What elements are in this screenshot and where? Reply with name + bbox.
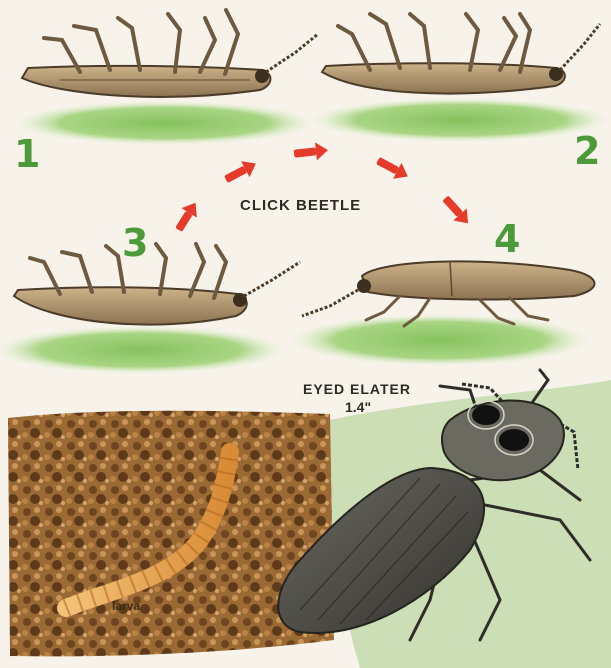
arrow-icon xyxy=(293,141,329,162)
step-number-2: 2 xyxy=(574,132,600,170)
beetle-antenna xyxy=(302,290,358,316)
step-number-1: 1 xyxy=(14,135,40,173)
grass-patch xyxy=(15,101,315,145)
species-name: EYED ELATER xyxy=(303,381,411,397)
step-number-4: 4 xyxy=(494,220,520,258)
beetle-antenna xyxy=(266,34,318,72)
eyespot xyxy=(472,405,500,425)
illustration-title: CLICK BEETLE xyxy=(240,197,361,214)
sequence-arrows xyxy=(171,141,475,234)
beetle-body xyxy=(362,261,595,299)
panel-1-beetle-on-back xyxy=(15,10,318,145)
grass-patch xyxy=(0,326,285,374)
eyespot xyxy=(499,429,529,451)
panel-2-beetle-arching xyxy=(310,14,610,142)
beetle-legs xyxy=(44,10,238,74)
beetle-antenna xyxy=(560,24,600,70)
beetle-body xyxy=(22,66,270,97)
grass-patch xyxy=(310,98,610,142)
beetle-body xyxy=(14,287,247,324)
beetle-antenna xyxy=(244,262,300,296)
arrow-icon xyxy=(374,153,412,185)
step-number-3: 3 xyxy=(122,224,148,262)
beetle-body xyxy=(322,63,565,93)
arrow-icon xyxy=(222,156,260,188)
panel-4-beetle-upright xyxy=(290,261,595,366)
arrow-icon xyxy=(439,192,475,229)
larva-label: larva xyxy=(112,599,140,613)
arrow-icon xyxy=(171,198,203,235)
panel-3-beetle-snapping xyxy=(0,244,300,374)
species-size: 1.4" xyxy=(345,399,371,415)
beetle-head xyxy=(357,279,371,293)
grass-patch xyxy=(290,314,590,366)
